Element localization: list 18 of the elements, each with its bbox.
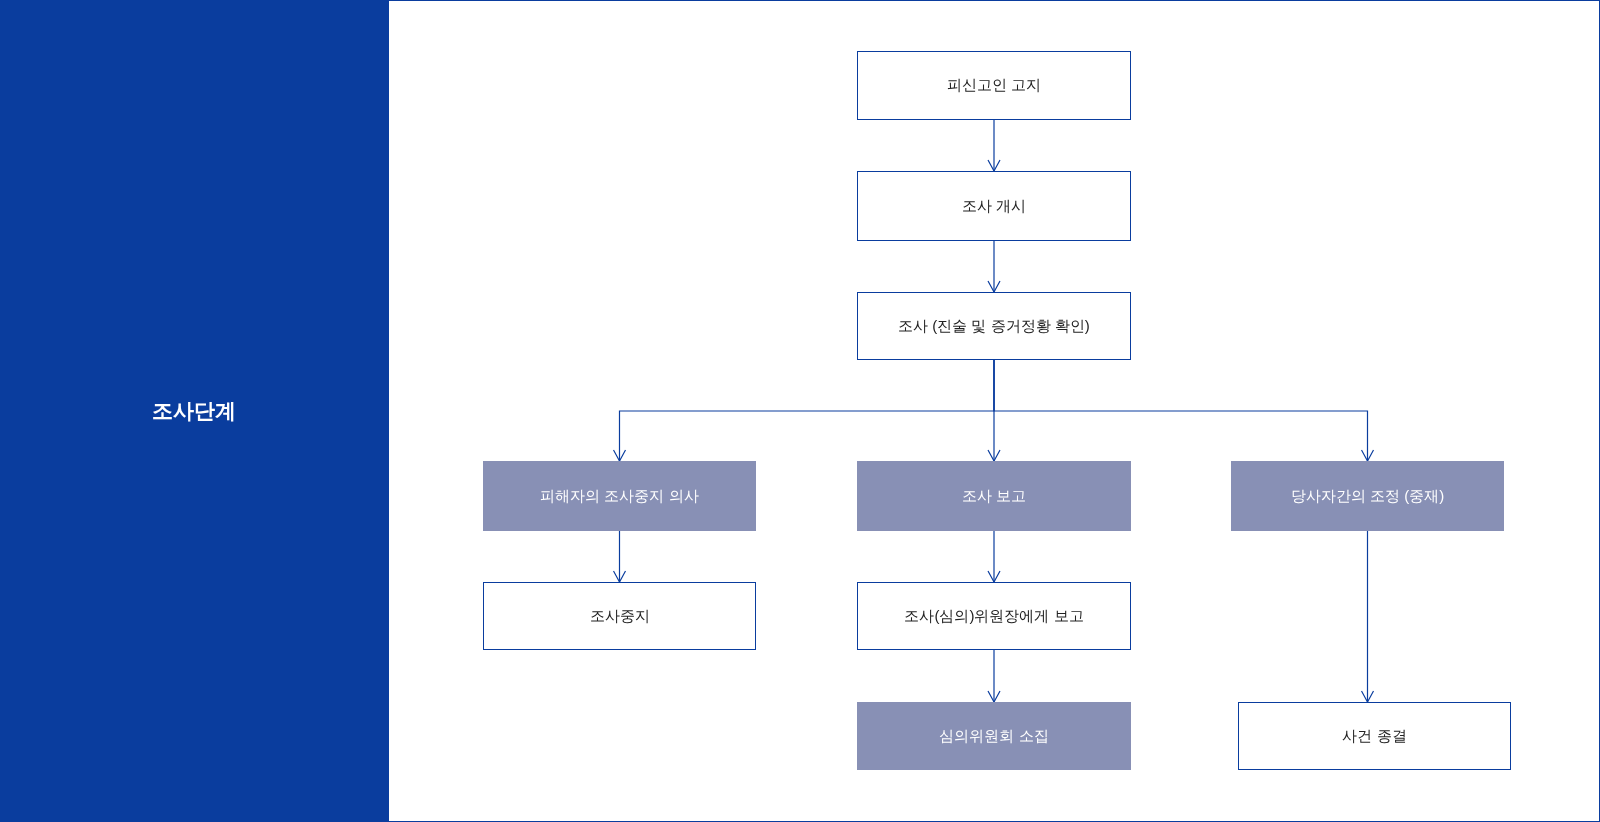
arrow [987, 119, 1001, 172]
arrow [612, 530, 627, 583]
arrow [1360, 530, 1375, 703]
step-box: 조사(심의)위원장에게 보고 [857, 582, 1131, 650]
step-box: 사건 종결 [1238, 702, 1511, 770]
arrow [987, 649, 1001, 703]
step-box: 심의위원회 소집 [857, 702, 1131, 770]
arrow [987, 240, 1001, 293]
arrow [987, 530, 1001, 583]
step-box: 조사중지 [483, 582, 756, 650]
step-box: 조사 보고 [857, 461, 1131, 531]
step-box: 피신고인 고지 [857, 51, 1131, 120]
arrow [993, 359, 1375, 462]
step-box: 조사 (진술 및 증거정황 확인) [857, 292, 1131, 360]
step-box: 당사자간의 조정 (중재) [1231, 461, 1504, 531]
step-box: 조사 개시 [857, 171, 1131, 241]
stage-band: 조사단계 [0, 0, 388, 822]
step-box: 피해자의 조사중지 의사 [483, 461, 756, 531]
